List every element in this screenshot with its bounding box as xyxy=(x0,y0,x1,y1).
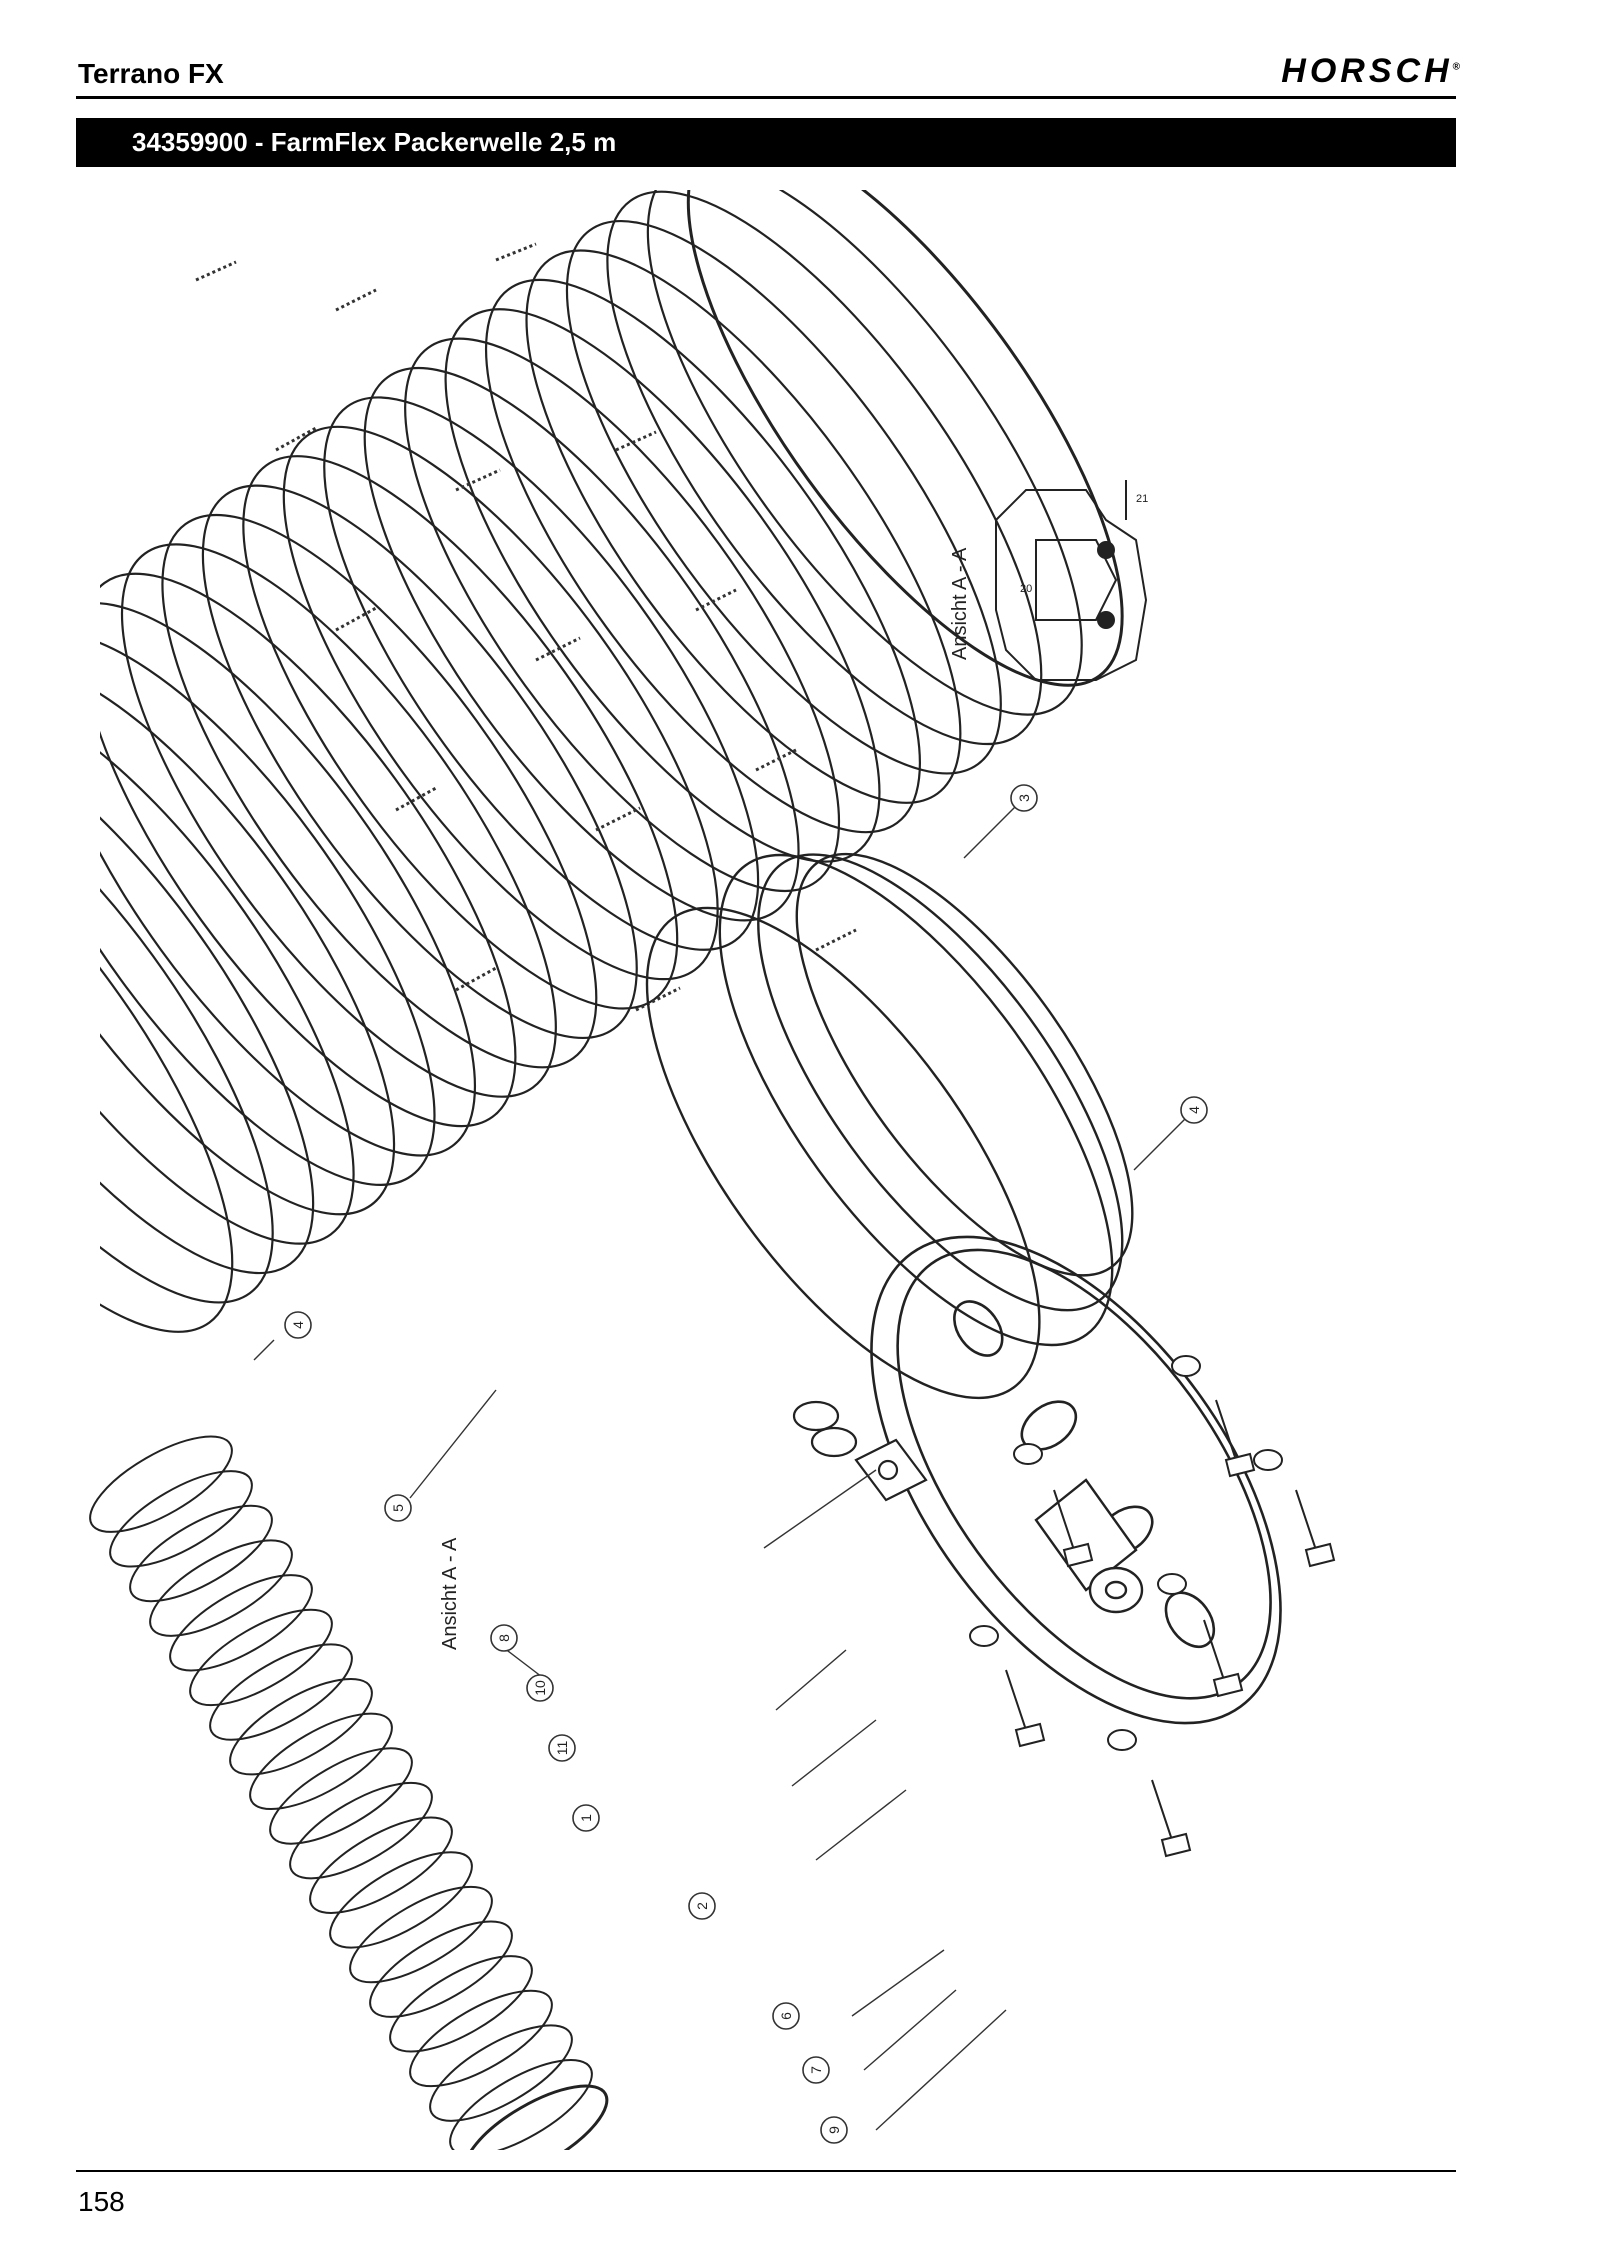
packer-roller-assembled xyxy=(89,1435,609,2150)
page-number: 158 xyxy=(78,2186,125,2217)
section-detail xyxy=(995,480,1148,681)
brand-logo: HORSCH® xyxy=(1281,52,1460,90)
inner-ring xyxy=(645,852,1134,1400)
callout-9: 9 xyxy=(826,2126,842,2134)
packer-roller-large xyxy=(100,190,1124,1333)
callout-4a: 4 xyxy=(1186,1106,1202,1114)
nut-washer-parts xyxy=(792,1400,928,1502)
section-label: Ansicht A - A xyxy=(439,1537,461,1650)
brand-name: HORSCH xyxy=(1281,52,1453,90)
part-number-title: 34359900 - FarmFlex Packerwelle 2,5 m xyxy=(132,127,617,157)
callout-7: 7 xyxy=(808,2066,824,2074)
detail-label: Ansicht A - A xyxy=(949,547,971,660)
callout-leaders xyxy=(253,797,1195,2131)
exploded-view-drawing: Ansicht A - A 21 20 Ansicht A - A 3 4 xyxy=(89,190,1336,2150)
document-title: Terrano FX xyxy=(78,58,224,89)
bolts-and-washers xyxy=(969,1355,1336,1858)
footer-rule xyxy=(76,2170,1456,2172)
dimension-top: 21 xyxy=(1136,493,1148,505)
callout-2: 2 xyxy=(694,1902,710,1910)
callout-3: 3 xyxy=(1016,794,1032,802)
dimension-mid: 20 xyxy=(1020,583,1032,595)
header-rule xyxy=(76,96,1456,99)
callout-6: 6 xyxy=(778,2012,794,2020)
callout-1: 1 xyxy=(578,1814,594,1822)
callout-8: 8 xyxy=(496,1634,512,1642)
part-number-bar: 34359900 - FarmFlex Packerwelle 2,5 m xyxy=(76,118,1456,167)
callout-11: 11 xyxy=(554,1741,570,1756)
callout-5: 5 xyxy=(390,1504,406,1512)
callout-circles xyxy=(284,784,1208,2144)
callout-4b: 4 xyxy=(290,1321,306,1329)
callout-10: 10 xyxy=(532,1680,548,1696)
